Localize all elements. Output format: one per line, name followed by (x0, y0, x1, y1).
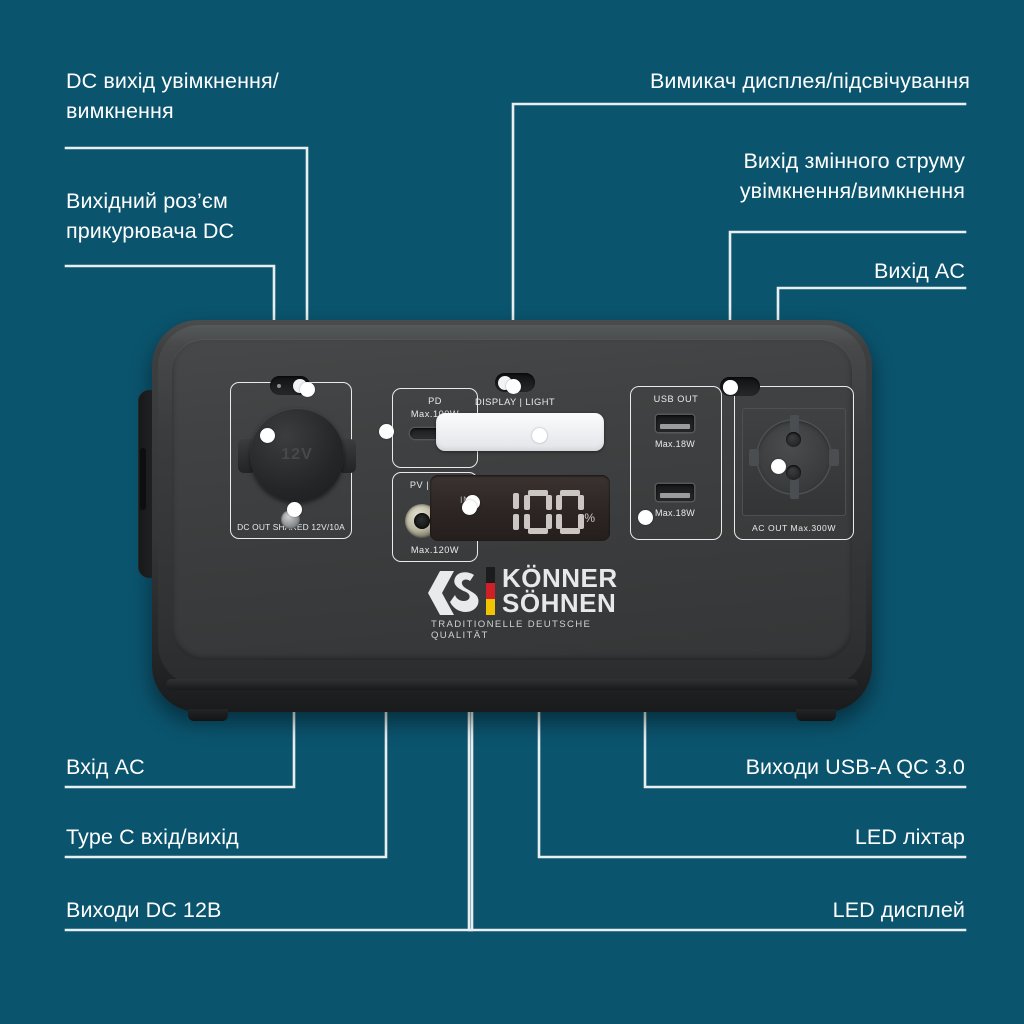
cig-socket-label: 12V (281, 446, 313, 463)
schuko-earth-clip-top (789, 415, 799, 443)
dot-display-light (506, 379, 521, 394)
ac-out-group: AC OUT Max.300W (734, 386, 854, 540)
ac-schuko-socket[interactable] (756, 415, 832, 499)
pv-dc-in-max: Max.120W (410, 545, 460, 555)
display-light-caption: DISPLAY | LIGHT (475, 396, 555, 407)
callout-dc-power-switch: DC вихід увімкнення/ вимкнення (66, 69, 279, 123)
dot-dc-power-switch (300, 382, 315, 397)
usb-a-port-2[interactable] (656, 484, 694, 501)
schuko-neutral-hole (786, 465, 801, 480)
callout-led-display: LED дисплей (832, 898, 965, 922)
brand-logo: KÖNNER SÖHNEN TRADITIONELLE DEUTSCHE QUA… (428, 563, 628, 641)
schuko-live-hole (786, 432, 801, 447)
callout-dc-out-12v: Виходи DC 12В (66, 898, 222, 922)
usb-port-2-max-label: Max.18W (654, 508, 696, 518)
usb-a-port-1[interactable] (656, 415, 694, 432)
callout-ac-out: Вихід AC (873, 259, 965, 283)
dot-led-flashlight (532, 428, 547, 443)
callout-led-flashlight: LED ліхтар (854, 825, 965, 849)
dot-ac-in (287, 502, 302, 517)
brand-word-1: KÖNNER (502, 563, 618, 593)
cig-socket-cap: 12V (250, 408, 344, 502)
device-foot-right (796, 709, 836, 721)
callout-display-light: Вимикач дисплея/підсвічування (649, 69, 970, 93)
schuko-side-notch-left (749, 449, 759, 466)
dot-type-c (379, 424, 394, 439)
brand-tagline: TRADITIONELLE DEUTSCHE QUALITÄT (431, 619, 592, 641)
dot-usb-a-qc (638, 510, 653, 525)
pd-caption-line1: PD (428, 396, 442, 406)
led-flashlight-bar (436, 413, 604, 451)
lcd-seven-segment-value (513, 490, 584, 534)
dc-toggle-indicator-dot (277, 383, 281, 388)
usb-port-1-max-label: Max.18W (654, 439, 696, 449)
ks-monogram-icon (428, 571, 479, 615)
schuko-earth-clip-bottom (789, 471, 799, 499)
callout-usb-a-qc: Виходи USB-A QC 3.0 (745, 755, 965, 779)
usb-out-group: USB OUT (630, 386, 722, 540)
usb-out-group-caption: USB OUT (653, 394, 699, 404)
callout-ac-power-switch: Вихід змінного струму увімкнення/вимкнен… (739, 149, 965, 203)
dot-cig-socket (260, 428, 275, 443)
german-flag-icon (486, 567, 495, 615)
brand-word-2: SÖHNEN (502, 588, 617, 618)
callout-ac-in: Вхід AC (66, 755, 145, 779)
usb-c-port[interactable] (410, 428, 444, 439)
device-bottom-ridge (166, 679, 858, 690)
dot-ac-out (771, 459, 786, 474)
ac-out-group-caption: AC OUT Max.300W (751, 523, 837, 533)
cigarette-socket[interactable]: 12V (238, 408, 356, 502)
callout-type-c: Type C вхід/вихід (66, 825, 239, 849)
dot-ac-power-switch (723, 380, 738, 395)
dot-led-display (462, 500, 477, 515)
pd-caption-line2: Max.100W (410, 409, 460, 419)
device-foot-left (188, 709, 228, 721)
callout-dc-cig-socket: Вихідний роз’єм прикурювача DC (66, 189, 235, 243)
schuko-side-notch-right (829, 449, 839, 466)
lcd-percent-unit: % (584, 511, 595, 525)
ac-socket-plate (742, 408, 846, 516)
led-display-screen: IN % (430, 475, 610, 541)
